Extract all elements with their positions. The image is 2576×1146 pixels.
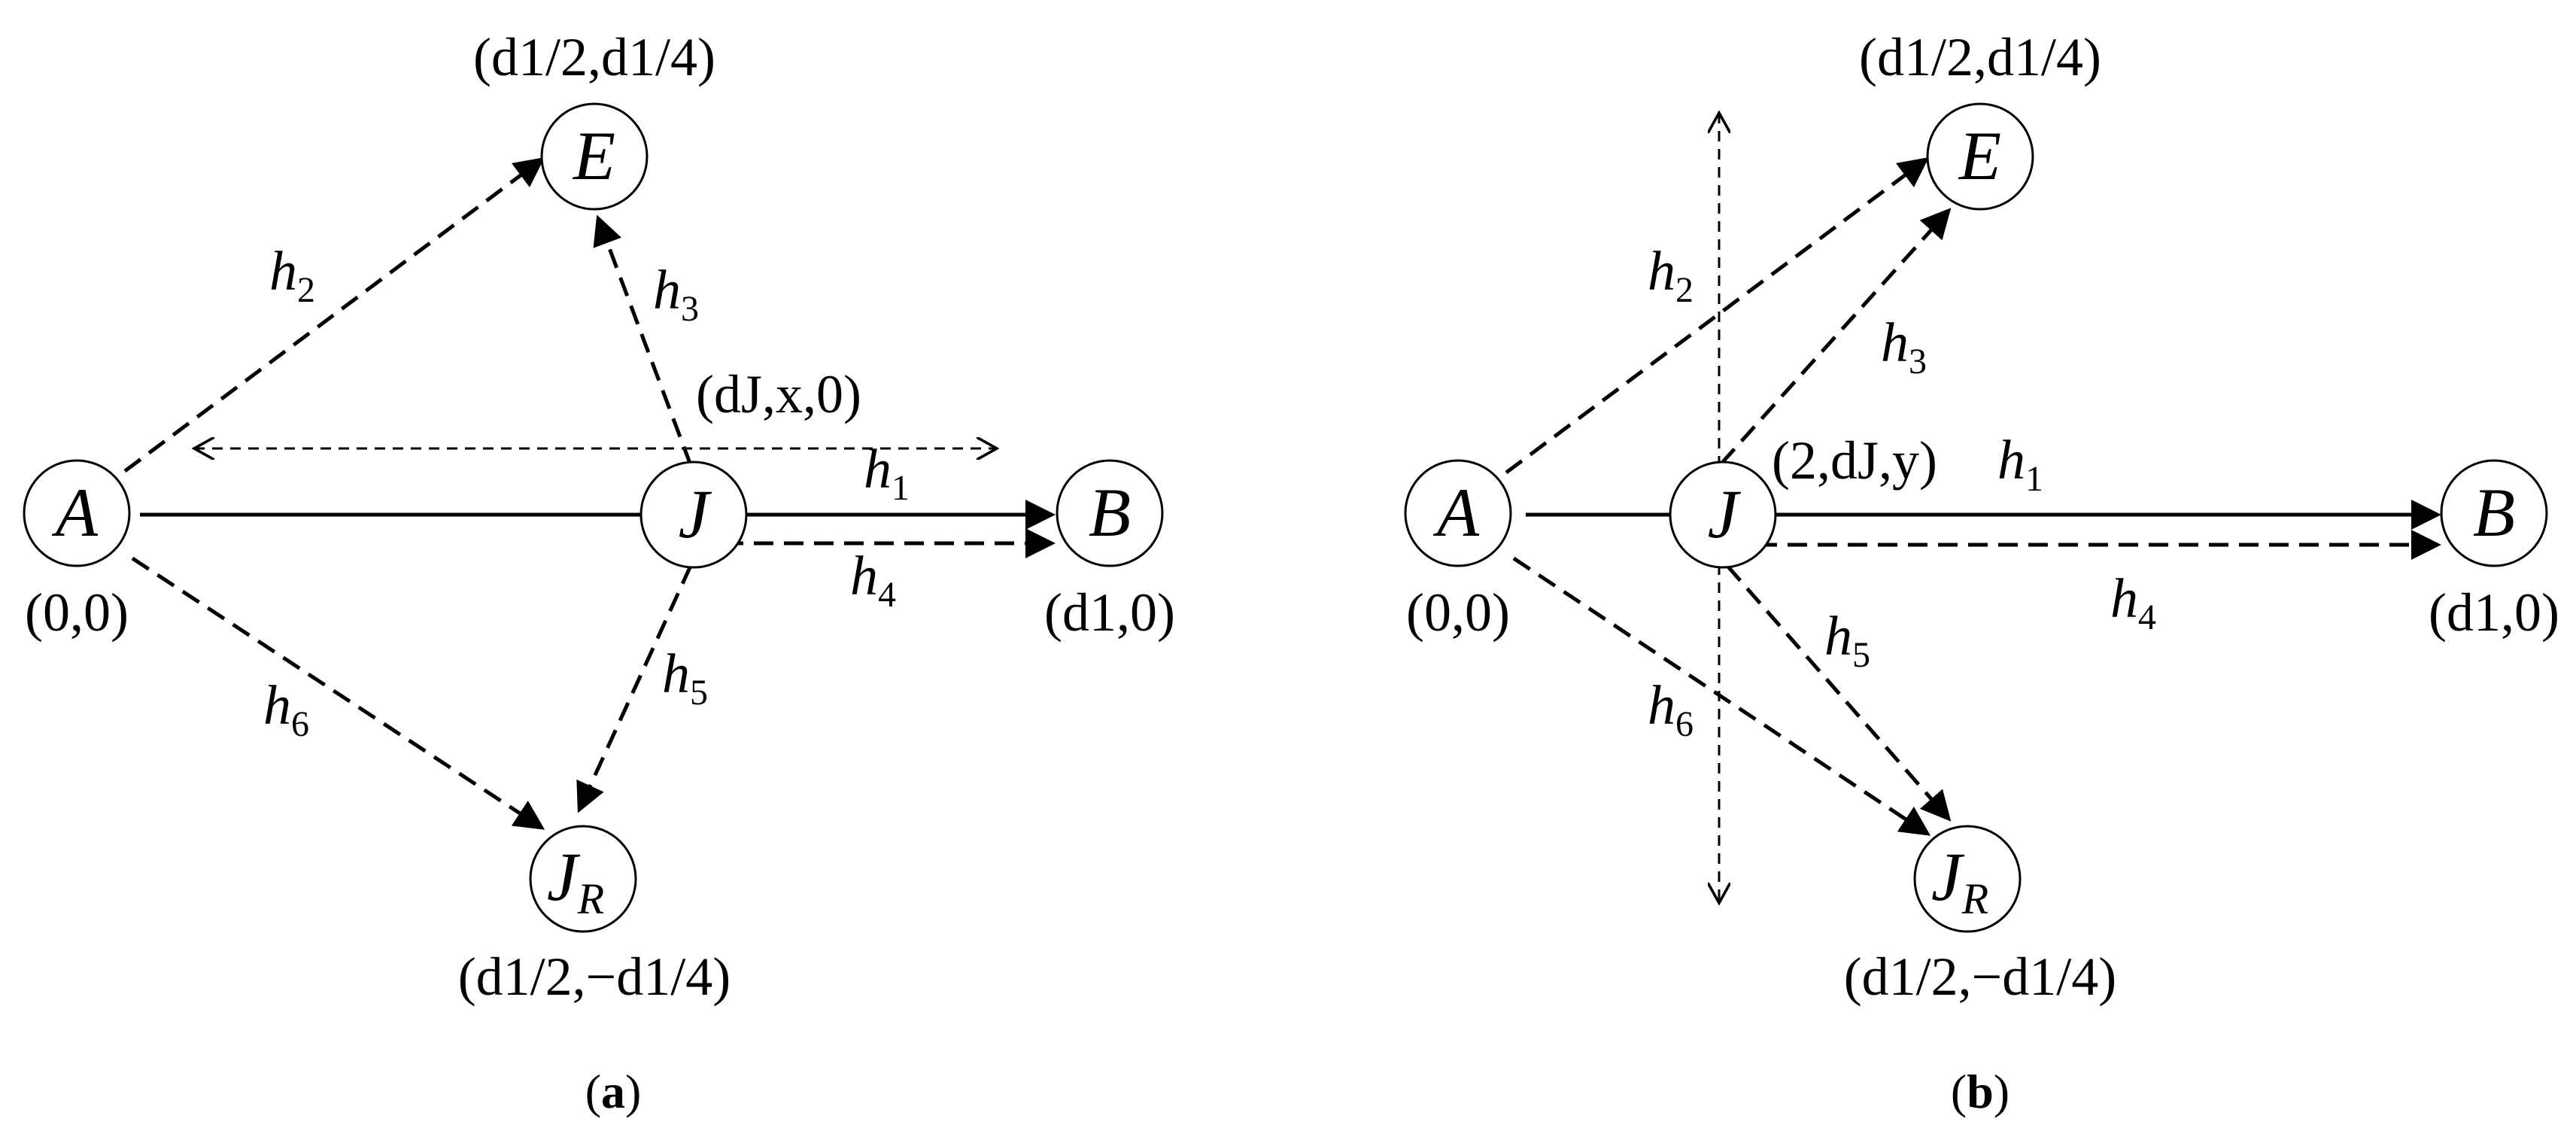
node-E-b: E xyxy=(1926,102,2034,211)
coord-J-b: (2,dJ,y) xyxy=(1772,430,1937,491)
label-h2-b: h2 xyxy=(1648,241,1694,310)
edge-h3-a xyxy=(593,214,693,466)
node-J-b: J xyxy=(1669,461,1777,569)
edge-h5-a xyxy=(576,564,693,813)
svg-text:JR: JR xyxy=(547,838,604,923)
caption-b: (b) xyxy=(1951,1065,2009,1118)
svg-text:J: J xyxy=(1708,476,1742,552)
node-J-a: J xyxy=(639,461,748,569)
node-A-b: A xyxy=(1404,459,1512,567)
svg-text:J: J xyxy=(679,476,712,552)
svg-text:B: B xyxy=(1089,474,1131,551)
coord-A-b: (0,0) xyxy=(1406,582,1510,643)
label-h2-a: h2 xyxy=(269,241,315,310)
coord-A-a: (0,0) xyxy=(25,582,129,643)
coord-B-a: (d1,0) xyxy=(1044,582,1175,643)
label-h6-b: h6 xyxy=(1648,675,1694,744)
svg-text:E: E xyxy=(572,117,615,194)
edge-h5-b xyxy=(1726,564,1952,822)
svg-text:E: E xyxy=(1958,117,2001,194)
svg-text:A: A xyxy=(51,474,99,551)
node-JR-a: JR xyxy=(529,825,637,933)
label-h1-b: h1 xyxy=(1997,430,2043,499)
label-h6-a: h6 xyxy=(263,675,309,744)
coord-E-a: (d1/2,d1/4) xyxy=(473,27,715,87)
edge-h3-b xyxy=(1720,208,1952,465)
node-A-a: A xyxy=(23,459,131,567)
coord-JR-a: (d1/2,−d1/4) xyxy=(458,947,731,1007)
node-B-a: B xyxy=(1056,459,1164,567)
label-h3-b: h3 xyxy=(1881,312,1927,381)
label-h5-b: h5 xyxy=(1824,606,1870,675)
coord-E-b: (d1/2,d1/4) xyxy=(1859,27,2101,87)
node-JR-b: JR xyxy=(1913,825,2022,933)
label-h3-a: h3 xyxy=(653,260,699,329)
edge-h6-b xyxy=(1512,556,1931,836)
svg-text:A: A xyxy=(1432,474,1480,551)
label-h4-b: h4 xyxy=(2110,568,2156,637)
label-h4-a: h4 xyxy=(850,546,896,615)
label-h5-a: h5 xyxy=(662,643,708,713)
edge-h6-a xyxy=(131,556,545,830)
edge-h2-b xyxy=(1505,157,1930,475)
panel-a: A B J E JR (0,0) (d1,0) (dJ,x,0) (d1/2,d… xyxy=(23,27,1175,1118)
coord-JR-b: (d1/2,−d1/4) xyxy=(1844,947,2117,1007)
svg-text:JR: JR xyxy=(1931,838,1988,923)
node-B-b: B xyxy=(2440,459,2548,567)
svg-text:B: B xyxy=(2473,474,2515,551)
coord-J-a: (dJ,x,0) xyxy=(696,364,861,424)
caption-a: (a) xyxy=(585,1065,642,1118)
panel-b: A B J E JR (0,0) (d1,0) (2,dJ,y) (d1/2,d… xyxy=(1404,27,2559,1118)
node-E-a: E xyxy=(540,102,649,211)
coord-B-b: (d1,0) xyxy=(2429,582,2559,643)
label-h1-a: h1 xyxy=(864,439,910,508)
edge-h2-a xyxy=(123,157,545,473)
